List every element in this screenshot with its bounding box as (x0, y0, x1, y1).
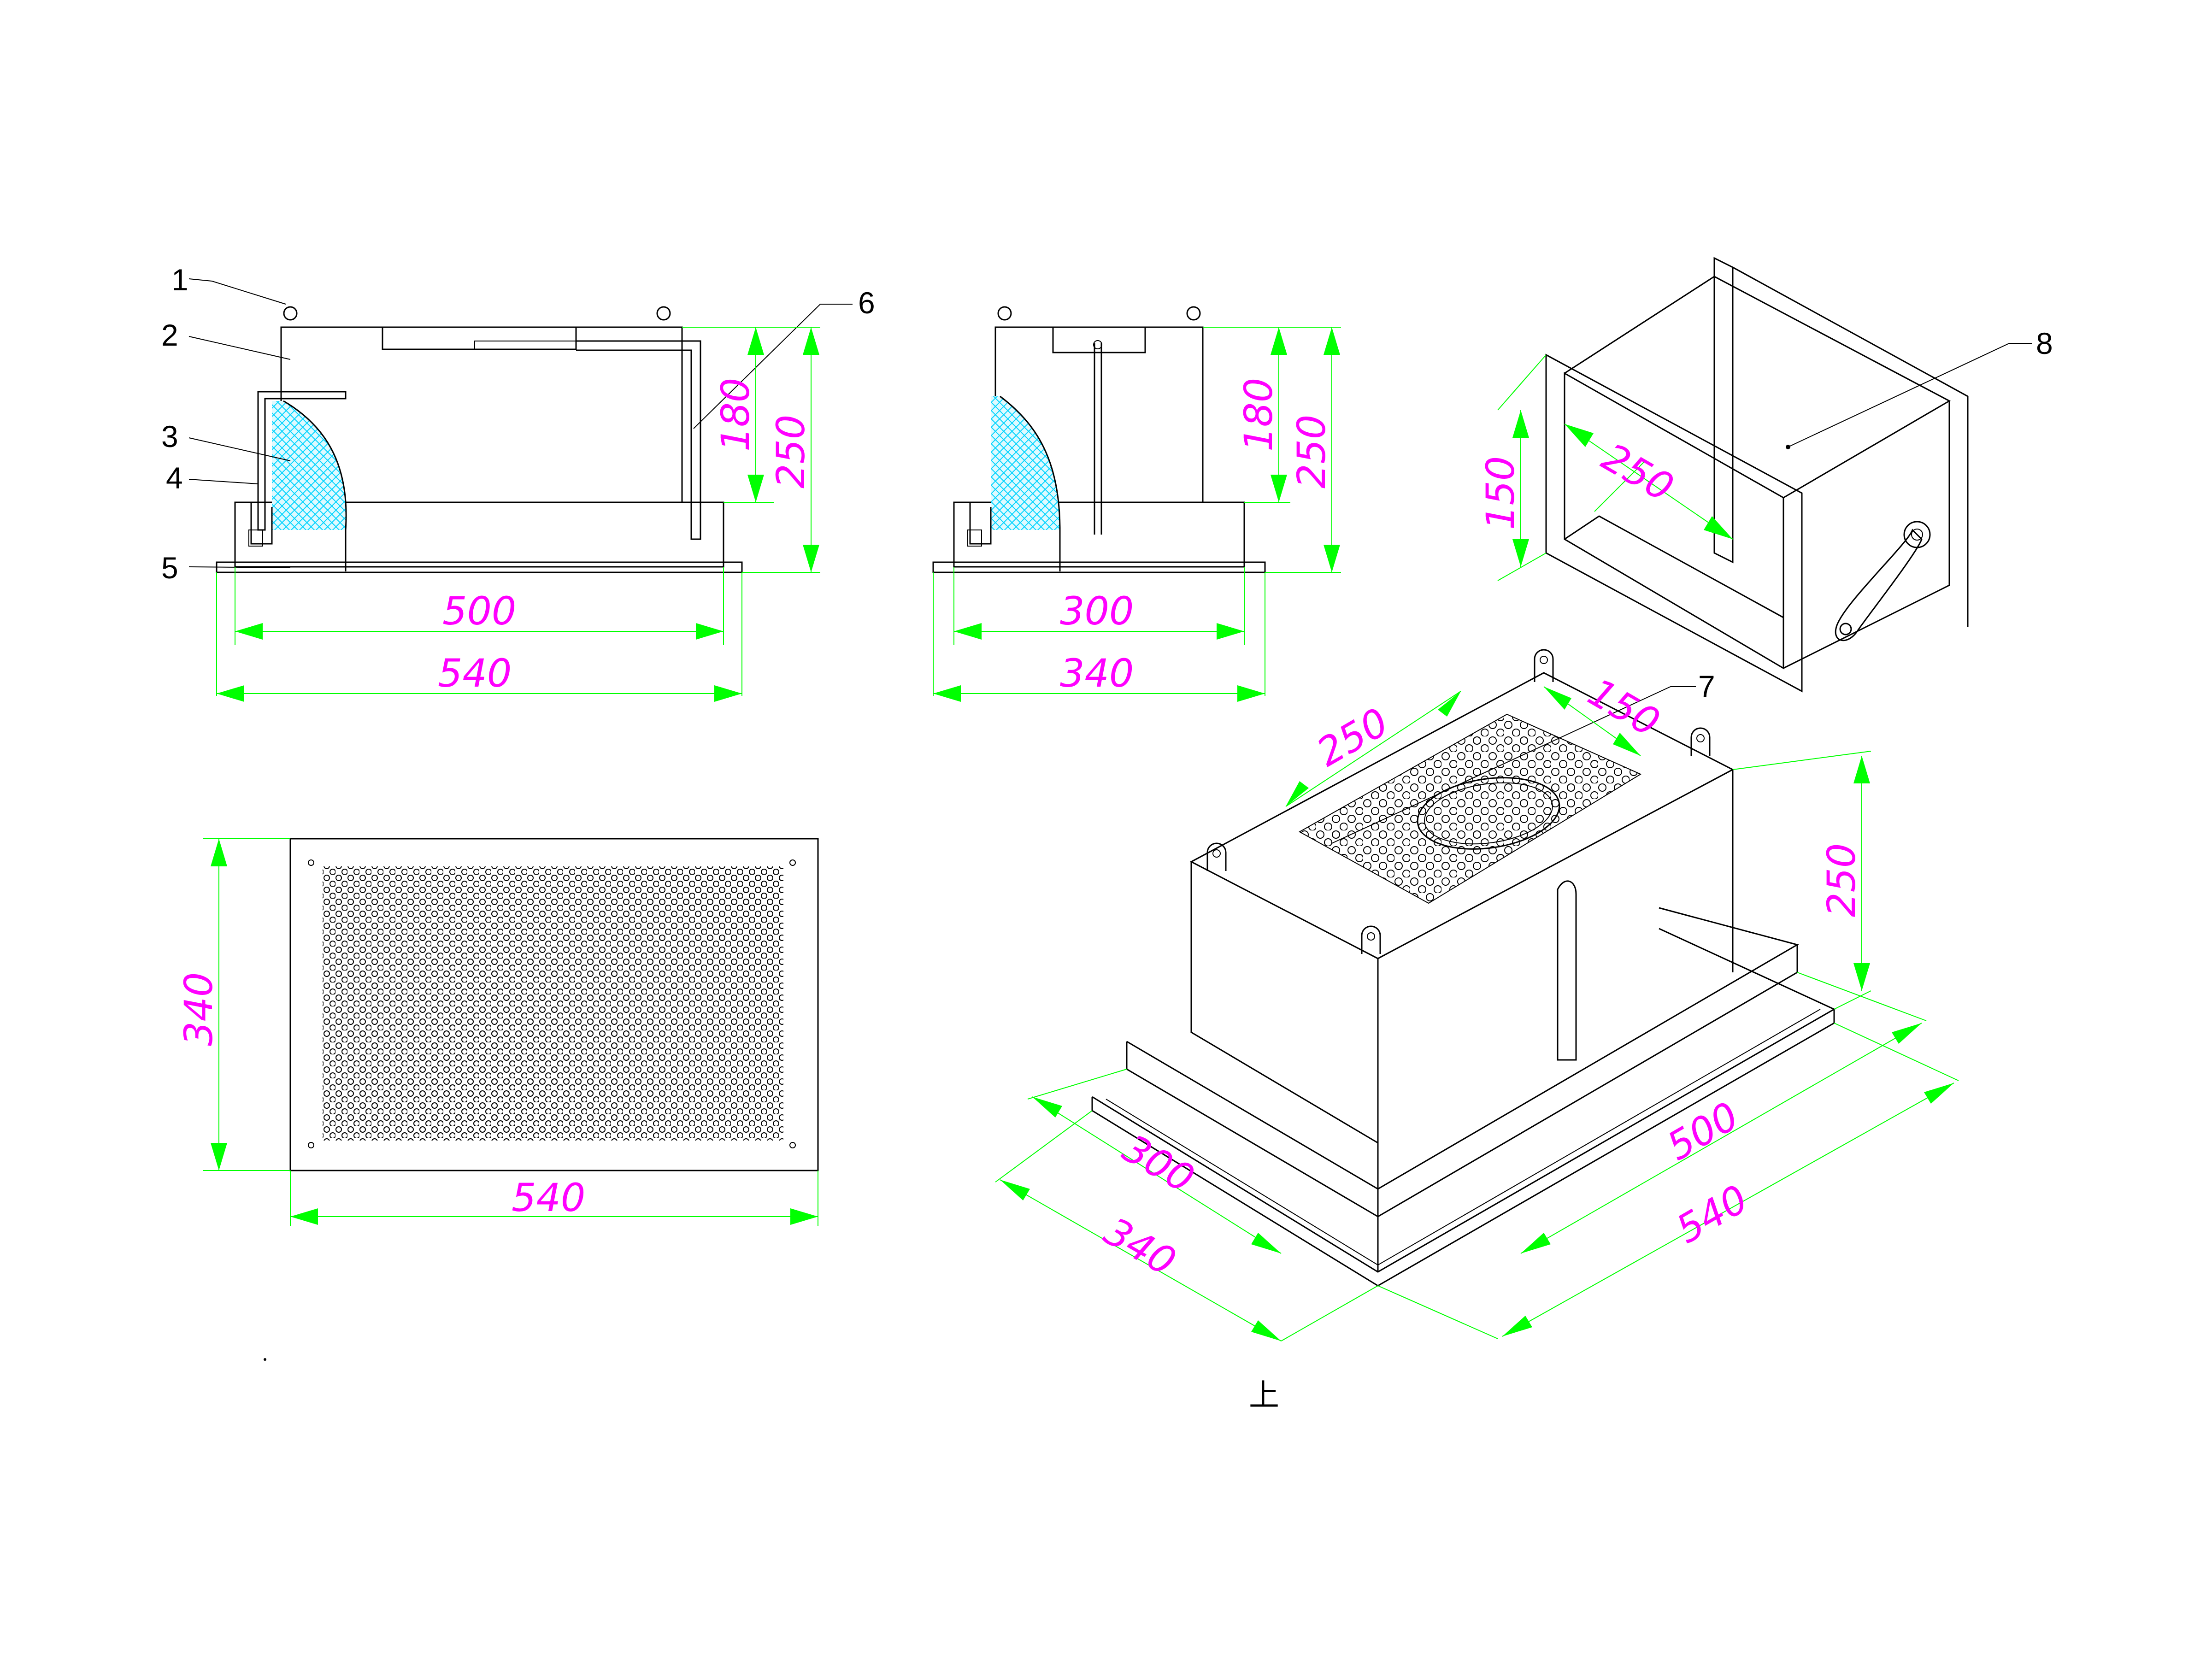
lifting-lug (1186, 306, 1201, 321)
lower-box (953, 501, 1245, 568)
end-dim-300: 300 (1060, 588, 1134, 634)
side-handle (576, 340, 701, 540)
base-plate (932, 561, 1266, 573)
perforated-area (323, 866, 783, 1141)
end-dim-250: 250 (1289, 415, 1334, 488)
front-flange (1545, 353, 1803, 693)
iso-base-flange (1092, 928, 1836, 1273)
plan-dim-540: 540 (512, 1175, 585, 1220)
callout-2: 2 (161, 318, 178, 352)
side-dimensions: 180 250 500 540 (216, 327, 820, 702)
iso-dim-500: 500 (1659, 1093, 1746, 1169)
hepa-filter (991, 396, 1060, 530)
callout-8: 8 (2036, 326, 2053, 360)
lifting-lug (1361, 925, 1381, 954)
callout-7: 7 (1698, 669, 1715, 703)
lower-box (234, 501, 724, 568)
plan-dimensions: 340 540 (176, 838, 818, 1226)
plan-view (289, 838, 819, 1171)
lifting-lug (997, 306, 1012, 321)
plan-dim-340: 340 (176, 972, 221, 1046)
lifting-lug (1206, 842, 1227, 871)
iso-handle-rod (1557, 880, 1577, 1061)
lifting-lug (283, 306, 298, 321)
side-view (216, 306, 743, 573)
damper-lever (1835, 529, 1923, 641)
callout-3: 3 (161, 419, 178, 453)
top-panel (1052, 326, 1146, 353)
side-dim-500: 500 (442, 588, 516, 634)
lifting-lug (656, 306, 671, 321)
damper-dimensions: 150 250 (1478, 354, 1733, 581)
top-panel-plate (474, 341, 577, 350)
iso-dim-340: 340 (1097, 1208, 1183, 1284)
callout-5: 5 (161, 551, 178, 585)
side-dim-180: 180 (713, 378, 758, 452)
side-dim-250: 250 (768, 415, 813, 488)
damper-dim-150: 150 (1478, 456, 1523, 530)
damper-view (1545, 257, 1969, 693)
iso-view (1091, 649, 1836, 1287)
hepa-filter (272, 401, 347, 530)
iso-spigot (1417, 777, 1560, 850)
damper-callout: 8 (1786, 326, 2053, 449)
damper-body (1564, 276, 1951, 499)
lifting-lug (1534, 649, 1554, 682)
top-panel (382, 326, 577, 350)
filter-clamp (248, 529, 263, 547)
iso-dim-250-height: 250 (1819, 843, 1864, 917)
filter-clamp (967, 529, 982, 547)
lifting-lug (1690, 727, 1711, 756)
iso-dim-250-top: 250 (1309, 699, 1396, 775)
diffuser-plate (289, 838, 819, 1171)
callout-6: 6 (858, 286, 875, 320)
view-caption: 上 (1249, 1378, 1279, 1412)
end-dim-180: 180 (1236, 378, 1281, 452)
iso-perforated-top (1300, 714, 1641, 903)
iso-callout: 7 (1331, 669, 1715, 844)
end-dim-340: 340 (1060, 651, 1134, 696)
end-dimensions: 180 250 300 340 (933, 327, 1341, 702)
end-view (932, 306, 1266, 573)
iso-lower-box (1126, 907, 1799, 1190)
callout-1: 1 (171, 263, 188, 297)
side-dim-540: 540 (438, 651, 512, 696)
callout-4: 4 (166, 461, 183, 495)
iso-dim-150-top: 150 (1581, 669, 1667, 745)
iso-dim-540: 540 (1669, 1176, 1755, 1252)
handle-rod (1094, 343, 1102, 535)
side-callouts: 1 2 3 4 5 6 (161, 263, 875, 585)
